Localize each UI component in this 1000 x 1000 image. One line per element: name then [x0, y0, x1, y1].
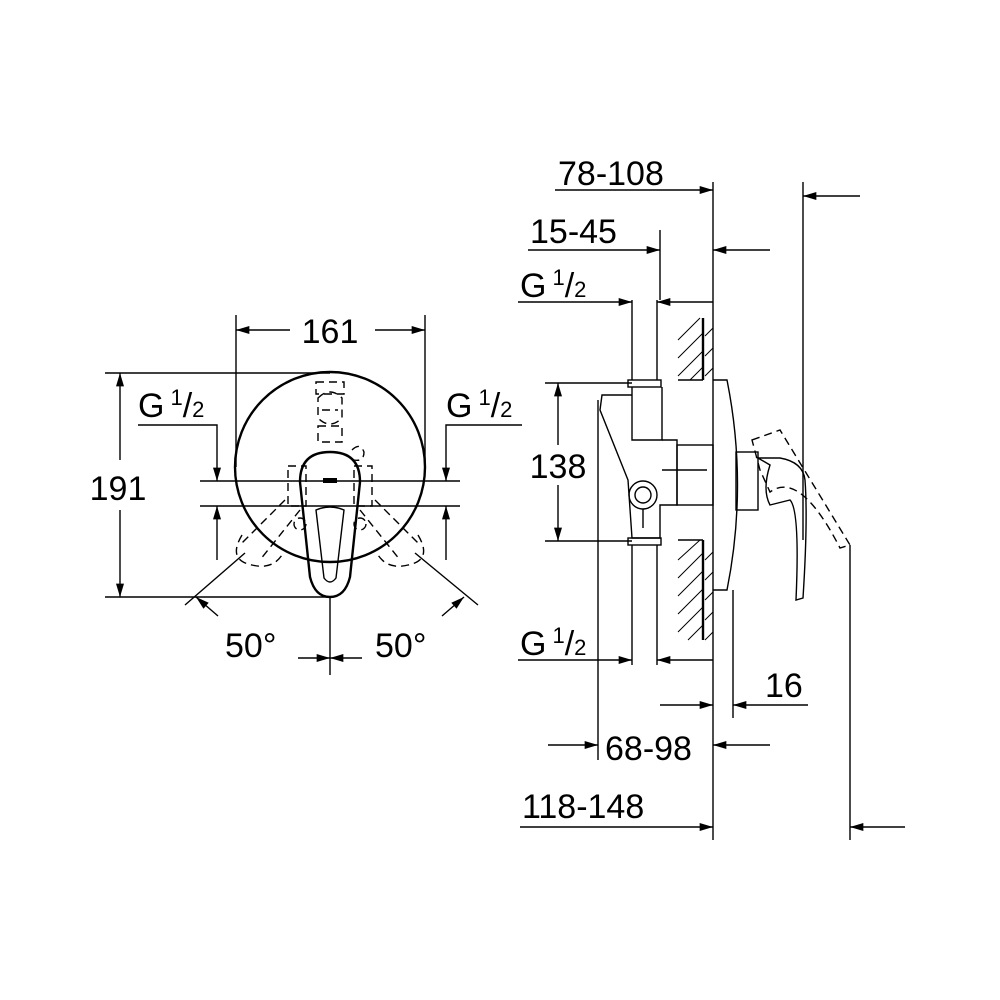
- height-dimension: 191: [90, 470, 147, 508]
- escutcheon-plate: [233, 370, 427, 564]
- hidden-valve-body: [235, 381, 425, 567]
- lever-handle: [298, 450, 362, 599]
- dim-138: 138: [530, 448, 587, 486]
- dim-118-148: 118-148: [522, 788, 644, 826]
- dim-15-45: 15-45: [530, 213, 617, 251]
- side-lever: [735, 429, 852, 601]
- lever-opening: [315, 506, 345, 583]
- dim-78-108: 78-108: [558, 155, 664, 193]
- angle-left-label: 50°: [225, 627, 276, 665]
- supply-pipes: [631, 300, 658, 665]
- angle-right-label: 50°: [375, 627, 426, 665]
- valve-body: [599, 379, 739, 591]
- dim-68-98: 68-98: [605, 730, 692, 768]
- dim-16: 16: [765, 667, 803, 705]
- width-dimension: 161: [302, 313, 359, 351]
- wall-hatching: [677, 317, 714, 641]
